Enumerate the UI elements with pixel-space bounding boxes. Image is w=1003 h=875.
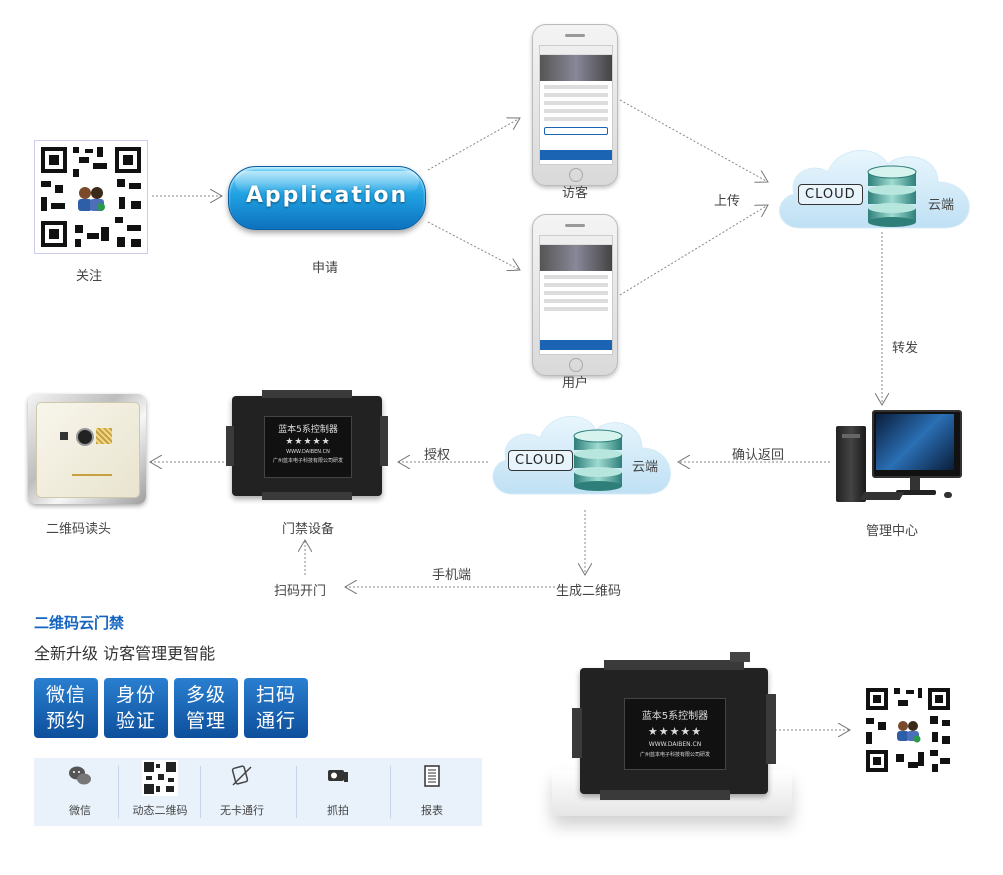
controller-title: 蓝本5系控制器 bbox=[278, 425, 338, 435]
controller-large-company: 广州蓝本电子科技有限公司研发 bbox=[639, 752, 710, 758]
product-name: 二维码云门禁 bbox=[34, 614, 125, 632]
authorize-label: 授权 bbox=[424, 448, 451, 463]
controller-company: 广州蓝本电子科技有限公司研发 bbox=[272, 458, 343, 464]
feature-wechat: 微信 bbox=[40, 758, 120, 824]
wechat-qr-code bbox=[34, 140, 148, 254]
apply-label: 申请 bbox=[312, 261, 339, 276]
user-phone bbox=[532, 214, 618, 376]
product-slogan: 全新升级 访客管理更智能 bbox=[34, 644, 216, 663]
feature-icon-strip: 微信 动态二维码 无卡通行 抓拍 报表 bbox=[34, 758, 482, 826]
database-icon bbox=[867, 165, 917, 227]
feature-multilevel-mgmt: 多级管理 bbox=[174, 678, 238, 738]
controller-large-url: WWW.DAIBEN.CN bbox=[648, 741, 702, 748]
qr-reader-label: 二维码读头 bbox=[46, 522, 112, 537]
report-icon bbox=[424, 765, 440, 787]
scan-open-label: 扫码开门 bbox=[274, 584, 327, 599]
feature-scan-pass: 扫码通行 bbox=[244, 678, 308, 738]
database-icon bbox=[573, 429, 623, 491]
confirm-return-label: 确认返回 bbox=[732, 448, 785, 463]
qr-code-icon bbox=[866, 688, 950, 772]
feature-wechat-booking: 微信预约 bbox=[34, 678, 98, 738]
cloud-tag-top: CLOUD bbox=[798, 184, 863, 205]
controller-large: 蓝本5系控制器 ★★★★★ WWW.DAIBEN.CN 广州蓝本电子科技有限公司… bbox=[572, 652, 776, 800]
upload-label: 上传 bbox=[714, 194, 741, 209]
feature-identity-verify: 身份验证 bbox=[104, 678, 168, 738]
feature-no-card: 无卡通行 bbox=[202, 758, 282, 824]
feature-report: 报表 bbox=[392, 758, 472, 824]
application-button[interactable]: Application bbox=[228, 166, 426, 230]
no-card-icon bbox=[231, 765, 252, 786]
access-device-label: 门禁设备 bbox=[282, 522, 335, 537]
qr-code-icon bbox=[41, 147, 141, 247]
visitor-label: 访客 bbox=[562, 186, 589, 201]
access-control-device: 蓝本5系控制器 ★★★★★ WWW.DAIBEN.CN 广州蓝本电子科技有限公司… bbox=[226, 390, 388, 500]
user-label: 用户 bbox=[562, 376, 589, 391]
follow-label: 关注 bbox=[76, 269, 103, 284]
mobile-end-label: 手机端 bbox=[432, 568, 472, 583]
cloud-tag-middle: CLOUD bbox=[508, 450, 573, 471]
management-computer bbox=[832, 400, 962, 510]
controller-large-stars: ★★★★★ bbox=[647, 725, 703, 738]
visitor-phone bbox=[532, 24, 618, 186]
controller-url: WWW.DAIBEN.CN bbox=[286, 449, 330, 455]
feature-dynamic-qr: 动态二维码 bbox=[120, 758, 200, 824]
wechat-icon bbox=[69, 766, 91, 785]
product-qr-code bbox=[862, 684, 954, 776]
qr-code-icon bbox=[142, 760, 178, 796]
application-button-label: Application bbox=[245, 183, 409, 208]
cloud-middle: CLOUD 云端 bbox=[484, 404, 680, 504]
controller-large-title: 蓝本5系控制器 bbox=[641, 711, 709, 722]
cloud-end-label-middle: 云端 bbox=[632, 460, 659, 475]
forward-label: 转发 bbox=[892, 341, 919, 356]
camera-icon bbox=[328, 770, 348, 782]
gen-qr-label: 生成二维码 bbox=[556, 584, 622, 599]
mgmt-center-label: 管理中心 bbox=[866, 524, 919, 539]
feature-snapshot: 抓拍 bbox=[298, 758, 378, 824]
controller-stars: ★★★★★ bbox=[285, 437, 331, 447]
qr-reader-device bbox=[28, 394, 146, 504]
cloud-end-label-top: 云端 bbox=[928, 198, 955, 213]
cloud-top: CLOUD 云端 bbox=[770, 138, 982, 238]
